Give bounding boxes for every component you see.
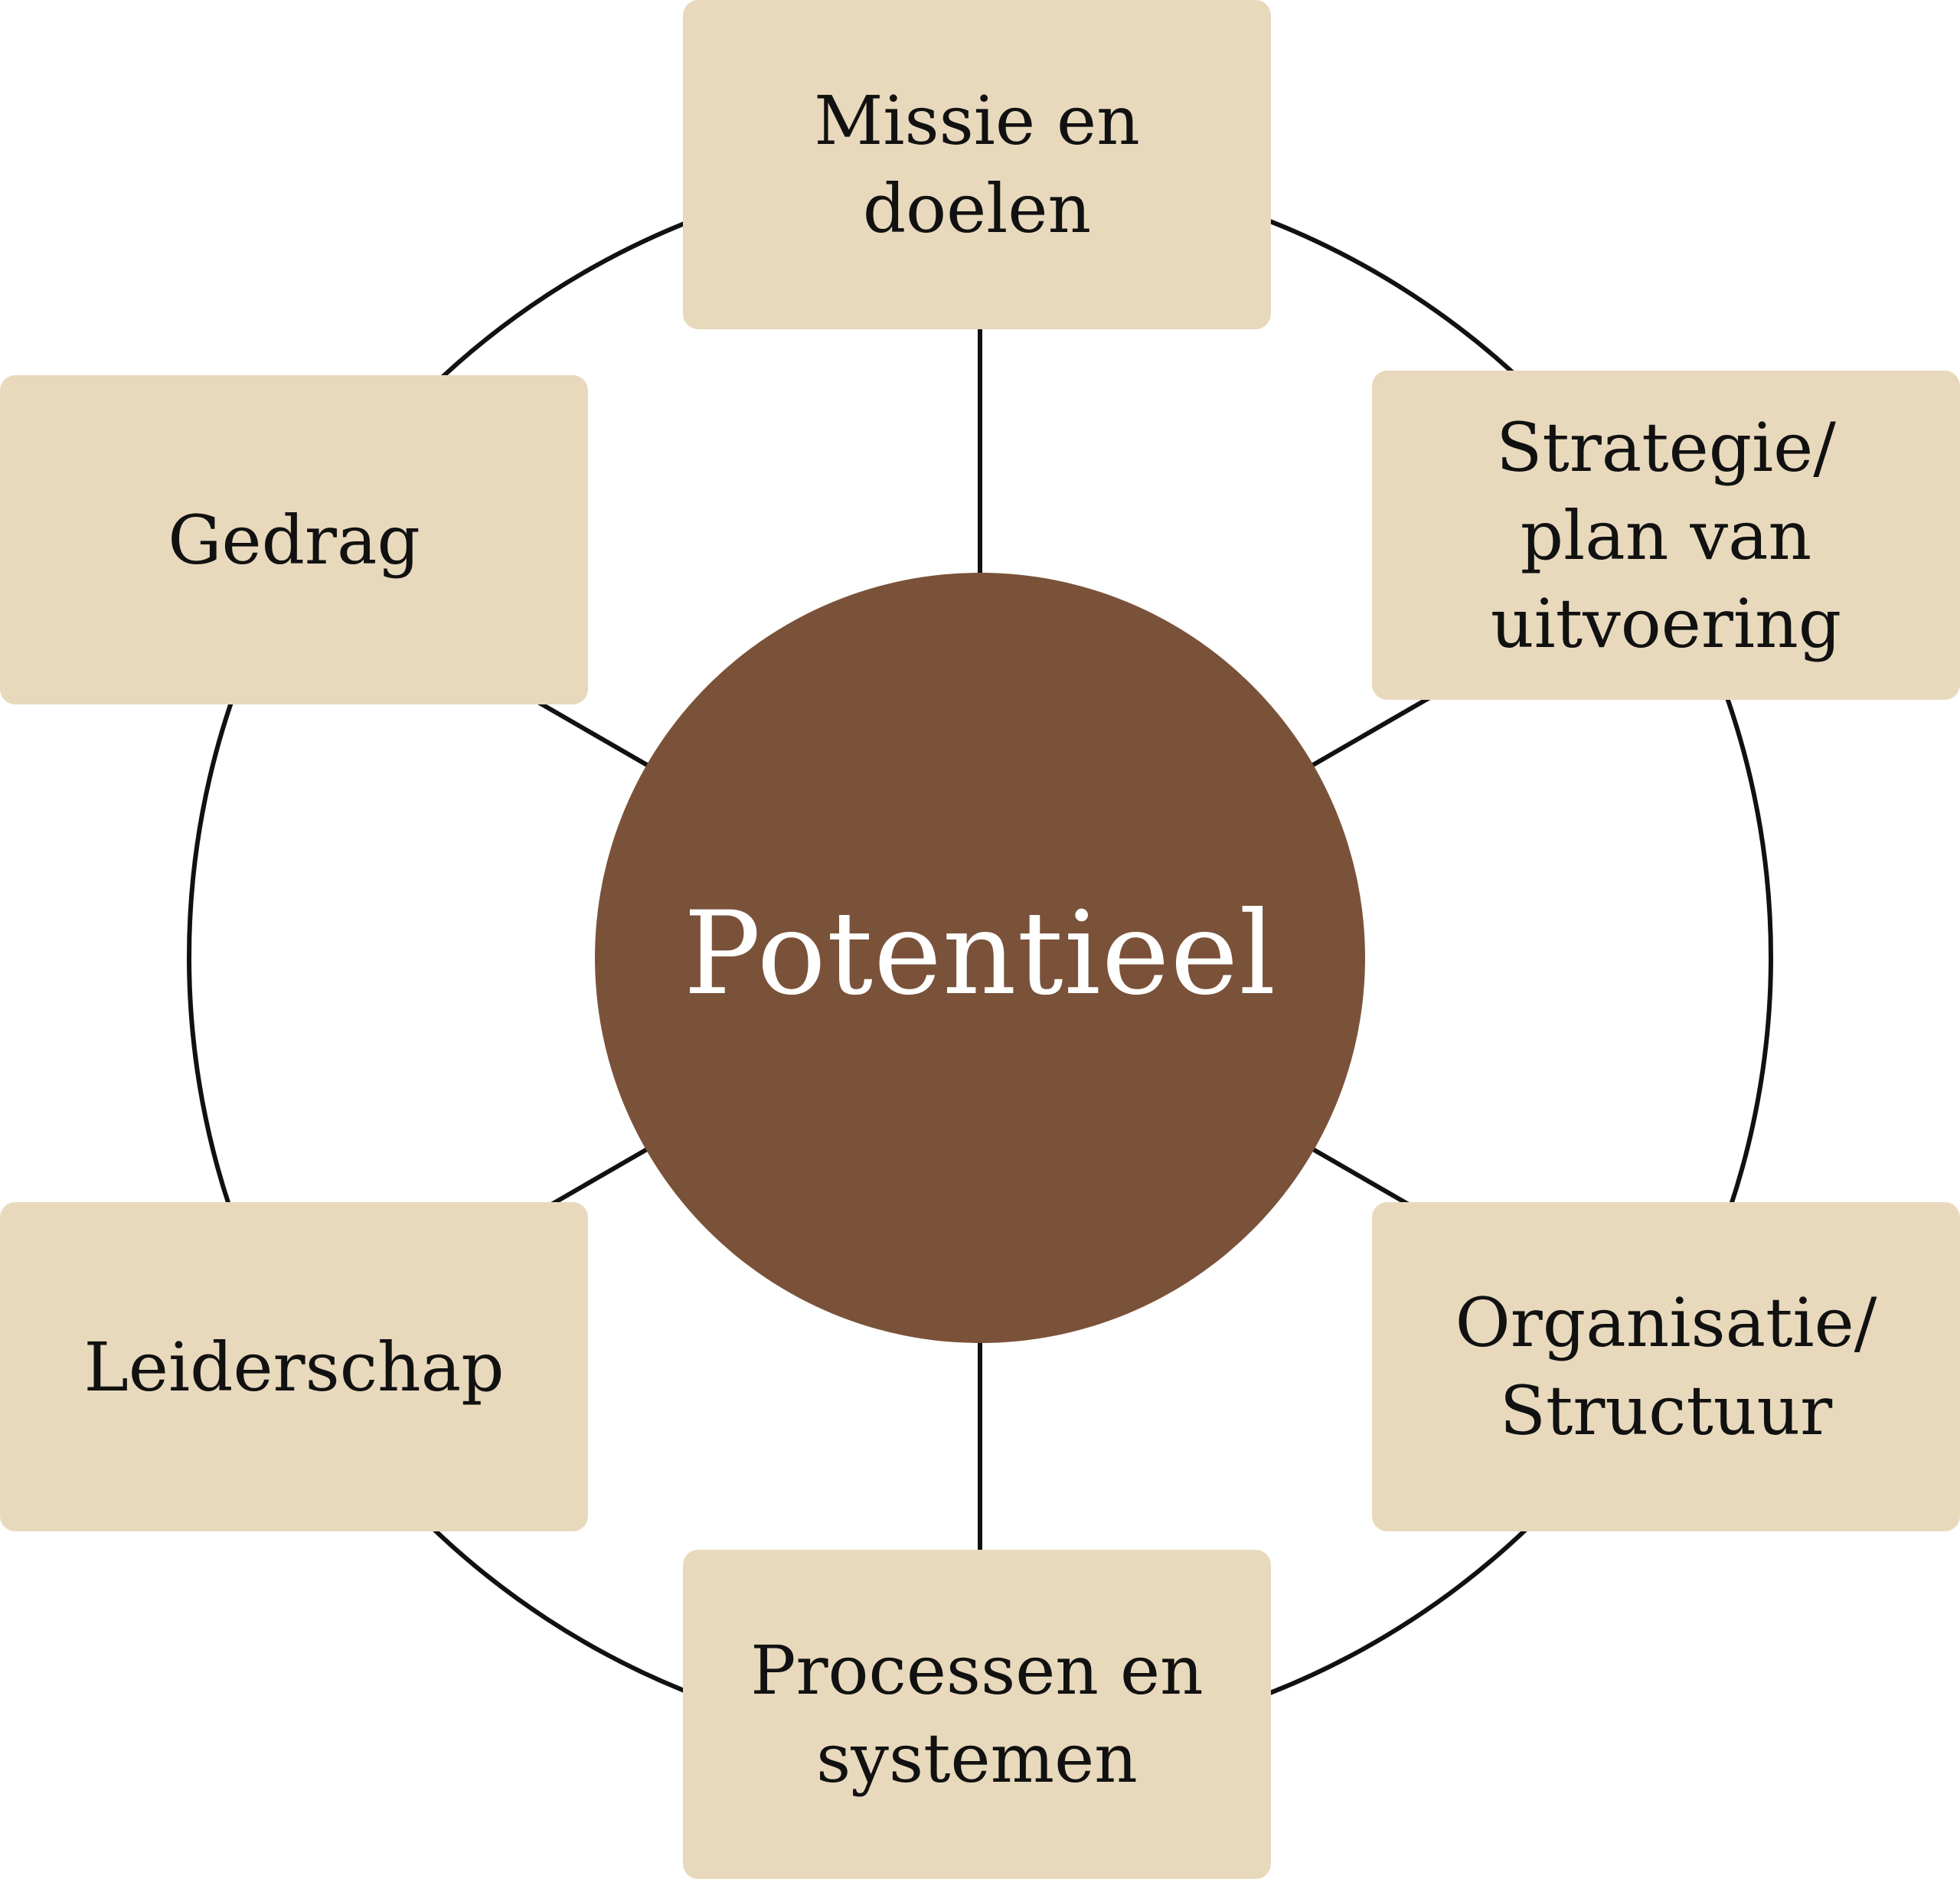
node-missie-en-doelen: Missie en doelen: [683, 0, 1271, 329]
center-label: Potentieel: [683, 887, 1277, 1021]
node-label: Leiderschap: [83, 1327, 505, 1407]
node-label: Organisatie/ Structuur: [1455, 1283, 1877, 1450]
node-label: Missie en doelen: [814, 81, 1140, 248]
node-processen-en-systemen: Processen en systemen: [683, 1550, 1271, 1879]
node-organisatie-structuur: Organisatie/ Structuur: [1372, 1202, 1960, 1531]
node-leiderschap: Leiderschap: [0, 1202, 588, 1531]
node-strategie-plan-van-uitvoering: Strategie/ plan van uitvoering: [1372, 371, 1960, 700]
node-label: Gedrag: [168, 500, 420, 580]
center-circle: Potentieel: [595, 573, 1365, 1343]
node-label: Processen en systemen: [750, 1631, 1204, 1798]
node-label: Strategie/ plan van uitvoering: [1490, 407, 1842, 663]
node-gedrag: Gedrag: [0, 375, 588, 704]
